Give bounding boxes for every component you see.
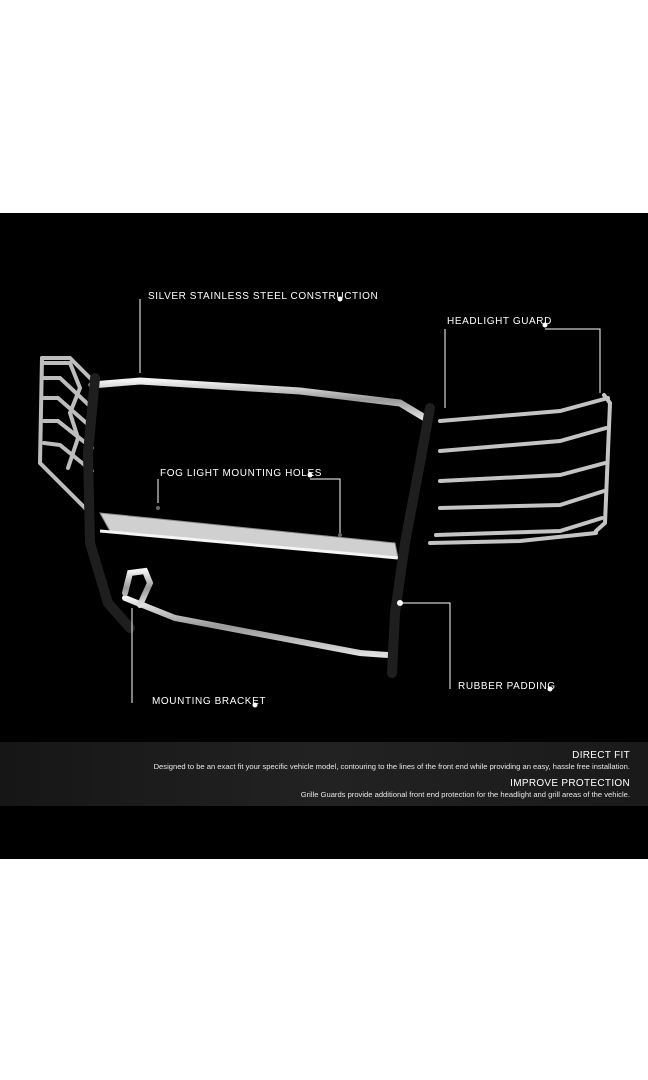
left-headlight-guard <box>37 356 97 515</box>
rubber-padding-strips <box>82 373 435 678</box>
feature-title-improve-protection: IMPROVE PROTECTION <box>510 778 630 789</box>
mounting-bracket-callout: MOUNTING BRACKET <box>152 696 267 707</box>
feature-band: DIRECT FIT Designed to be an exact fit y… <box>0 742 648 806</box>
product-image-panel: SILVER STAINLESS STEEL CONSTRUCTION HEAD… <box>0 213 648 859</box>
lower-bumper-bar <box>122 567 391 658</box>
headlight-guard-callout: HEADLIGHT GUARD <box>447 316 552 327</box>
feature-desc-improve-protection: Grille Guards provide additional front e… <box>300 790 630 799</box>
grille-guard-photo <box>37 296 613 708</box>
construction-callout: SILVER STAINLESS STEEL CONSTRUCTION <box>148 291 379 302</box>
feature-title-direct-fit: DIRECT FIT <box>572 750 630 761</box>
feature-desc-direct-fit: Designed to be an exact fit your specifi… <box>153 762 630 771</box>
fog-light-callout: FOG LIGHT MOUNTING HOLES <box>160 468 323 479</box>
fog-light-crossbar <box>99 506 399 560</box>
callout-lines <box>131 296 601 708</box>
rubber-padding-callout: RUBBER PADDING <box>458 681 556 692</box>
main-frame <box>88 377 429 516</box>
right-headlight-guard <box>428 393 613 545</box>
